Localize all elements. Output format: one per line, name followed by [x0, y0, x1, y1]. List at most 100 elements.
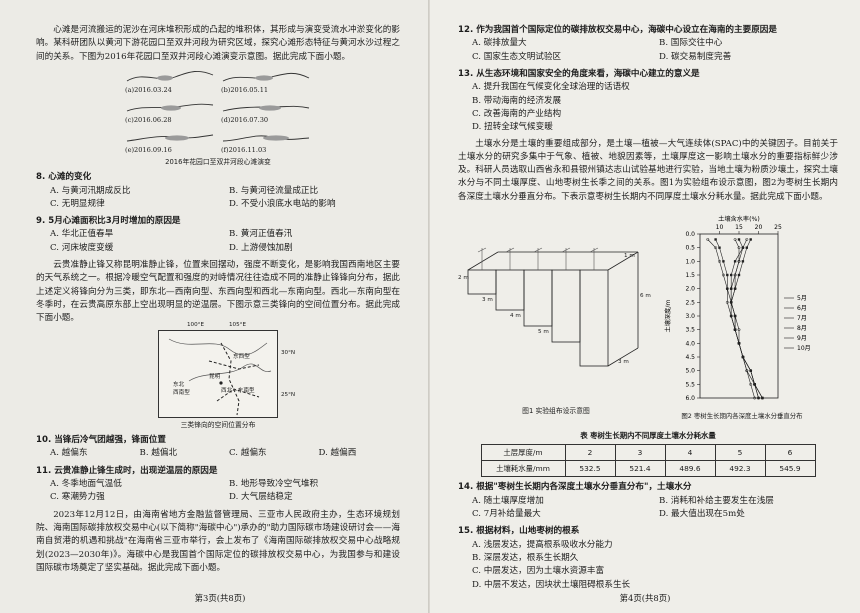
option[interactable]: D. 碳交易制度完善 — [659, 51, 732, 62]
question-15-stem: 15. 根据材料，山地枣树的根系 — [458, 526, 580, 537]
channel-bar-shape — [126, 103, 214, 112]
option[interactable]: C. 中层发达，因为土壤水资源丰富 — [472, 566, 605, 577]
option[interactable]: D. 中层不发达，因块状土壤阻碍根系生长 — [472, 579, 631, 590]
question-12-options: A. 碳排放量大 B. 国际交往中心 C. 国家生态文明试验区 D. 碳交易制度… — [458, 37, 838, 64]
option[interactable]: A. 华北正值春旱 — [50, 229, 114, 240]
front-type-label: 西北—东南型 — [221, 387, 255, 394]
question-11-options: A. 冬季地面气温低 B. 地形导致冷空气堆积 C. 寒潮势力强 D. 大气层结… — [36, 478, 400, 505]
meander-panel: (c)2016.06.28 — [125, 97, 215, 125]
option[interactable]: D. 越偏西 — [318, 448, 357, 459]
option[interactable]: B. 地形导致冷空气堆积 — [229, 479, 319, 490]
x-tick-label: 10 — [716, 224, 724, 231]
option[interactable]: D. 最大值出现在5m处 — [659, 509, 745, 520]
meander-panel: (e)2016.09.16 — [125, 127, 215, 155]
data-point — [749, 369, 753, 373]
front-map: 100°E 105°E 30°N 25°N 东西型 东北 西南型 西北—东南型 … — [158, 322, 295, 418]
y-tick-label: 3.0 — [685, 313, 695, 320]
option[interactable]: B. 与黄河径流量成正比 — [229, 185, 319, 196]
channel-bar-shape — [222, 72, 310, 82]
meander-date-label: (a)2016.03.24 — [125, 85, 172, 94]
data-point — [757, 396, 760, 400]
data-point — [760, 396, 764, 400]
question-13-options: A. 提升我国在气候变化全球治理的话语权 B. 带动海南的经济发展 C. 改善海… — [458, 81, 838, 134]
passage-intro: 心滩是河流搬运的泥沙在河床堆积形成的凸起的堆积体，其形成与演变受流水冲淤变化的影… — [36, 25, 400, 62]
dimension-label: 2 m — [458, 275, 469, 282]
question-9-options: A. 华北正值春旱 B. 黄河正值春汛 C. 河床坡度变缓 D. 上游侵蚀加剧 — [36, 228, 400, 255]
option[interactable]: B. 越偏北 — [139, 448, 178, 459]
table-cell: 4 — [664, 443, 716, 462]
x-tick-label: 25 — [774, 224, 782, 231]
question-12-stem: 12. 作为我国首个国际定位的碳排放权交易中心，海碳中心设立在海南的主要原因是 — [458, 25, 777, 35]
option[interactable]: A. 随土壤厚度增加 — [472, 495, 544, 506]
data-point — [737, 341, 741, 345]
page-4: 12. 作为我国首个国际定位的碳排放权交易中心，海碳中心设立在海南的主要原因是 … — [430, 0, 860, 613]
option[interactable]: D. 上游侵蚀加剧 — [229, 242, 293, 253]
option[interactable]: D. 扭转全球气候变暖 — [472, 122, 553, 133]
data-point — [733, 273, 737, 277]
data-point — [714, 246, 718, 250]
data-point — [737, 259, 741, 263]
question-15-options: A. 浅层发达，提高根系吸收水分能力 B. 深层发达，根系生长期久 C. 中层发… — [458, 539, 838, 592]
x-axis-title: 土壤含水率(%) — [718, 215, 760, 223]
option[interactable]: A. 浅层发达，提高根系吸收水分能力 — [472, 539, 613, 550]
data-point — [729, 314, 733, 318]
option[interactable]: A. 碳排放量大 — [472, 38, 527, 49]
option[interactable]: C. 越偏东 — [229, 448, 267, 459]
data-point — [733, 238, 737, 241]
option[interactable]: B. 带动海南的经济发展 — [472, 95, 562, 106]
meander-caption: 2016年花园口至双井河段心滩演变 — [165, 157, 271, 166]
data-point — [737, 273, 741, 277]
question-14-options: A. 随土壤厚度增加 B. 消耗和补给主要发生在浅层 C. 7月补给量最大 D.… — [458, 495, 838, 522]
option[interactable]: C. 无明显规律 — [50, 198, 105, 209]
meander-date-label: (c)2016.06.28 — [125, 115, 172, 124]
data-point — [725, 300, 729, 304]
option[interactable]: B. 国际交往中心 — [659, 38, 723, 49]
table-cell: 6 — [764, 443, 816, 462]
lat-label: 30°N — [281, 349, 296, 356]
question-8: 8. 心滩的变化 A. 与黄河汛期成反比 B. 与黄河径流量成正比 C. 无明显… — [36, 171, 400, 211]
data-point — [733, 260, 737, 263]
option[interactable]: A. 与黄河汛期成反比 — [50, 185, 131, 196]
option[interactable]: A. 提升我国在气候变化全球治理的话语权 — [472, 82, 630, 93]
meander-panel: (d)2016.07.30 — [221, 97, 311, 125]
page-3: 心滩是河流搬运的泥沙在河床堆积形成的凸起的堆积体，其形成与演变受流水冲淤变化的影… — [0, 0, 430, 613]
option[interactable]: C. 寒潮势力强 — [50, 492, 105, 503]
option[interactable]: B. 黄河正值春汛 — [229, 229, 293, 240]
y-tick-label: 6.0 — [685, 395, 695, 402]
option[interactable]: D. 大气层结稳定 — [229, 492, 293, 503]
option[interactable]: C. 改善海南的产业结构 — [472, 108, 562, 119]
data-point — [729, 300, 733, 304]
series-line-5月 — [715, 239, 759, 399]
data-point — [729, 287, 733, 291]
legend-label: 6月 — [797, 305, 807, 312]
option[interactable]: A. 越偏东 — [50, 448, 88, 459]
option[interactable]: B. 消耗和补给主要发生在浅层 — [659, 495, 774, 506]
question-14: 14. 根据"枣树生长期内各深度土壤水分垂直分布"，土壤水分 A. 随土壤厚度增… — [458, 481, 838, 521]
option[interactable]: C. 7月补给量最大 — [472, 509, 541, 520]
consumption-table: 土层厚度/m 2 3 4 5 6 土壤耗水量/mm 532.5 521.4 48… — [480, 443, 816, 478]
data-point — [722, 260, 725, 263]
passage-carbon: 2023年12月12日，由海南省地方金融监督管理局、三亚市人民政府主办，生态环境… — [36, 509, 400, 573]
option[interactable]: C. 国家生态文明试验区 — [472, 51, 562, 62]
question-8-stem: 8. 心滩的变化 — [36, 172, 92, 183]
legend-label: 9月 — [797, 335, 807, 342]
question-13: 13. 从生态环境和国家安全的角度来看，海碳中心建立的意义是 A. 提升我国在气… — [458, 68, 838, 135]
table-title: 表 枣树生长期内不同厚度土壤水分耗水量 — [580, 431, 716, 441]
series-line-6月 — [707, 239, 755, 399]
dimension-label: 6 m — [640, 293, 651, 300]
option[interactable]: C. 河床坡度变缓 — [50, 242, 114, 253]
option[interactable]: D. 不受小浪底水电站的影响 — [229, 198, 336, 209]
option[interactable]: B. 深层发达，根系生长期久 — [472, 553, 579, 564]
question-9: 9. 5月心滩面积比3月时增加的原因是 A. 华北正值春旱 B. 黄河正值春汛 … — [36, 215, 400, 255]
data-point — [761, 396, 764, 400]
data-point — [737, 246, 741, 250]
front-type-label: 东北 — [173, 381, 185, 388]
question-13-stem: 13. 从生态环境和国家安全的角度来看，海碳中心建立的意义是 — [458, 68, 700, 79]
option[interactable]: A. 冬季地面气温低 — [50, 479, 122, 490]
data-point — [725, 287, 729, 291]
figure-1: 2 m 3 m 4 m 5 m 6 m 3 m 1 m 图1 实验组布设示意图 — [458, 208, 654, 422]
table-cell: 3 — [614, 443, 666, 462]
figure-1-caption: 图1 实验组布设示意图 — [522, 407, 590, 416]
meander-panel: (a)2016.03.24 — [125, 67, 215, 95]
